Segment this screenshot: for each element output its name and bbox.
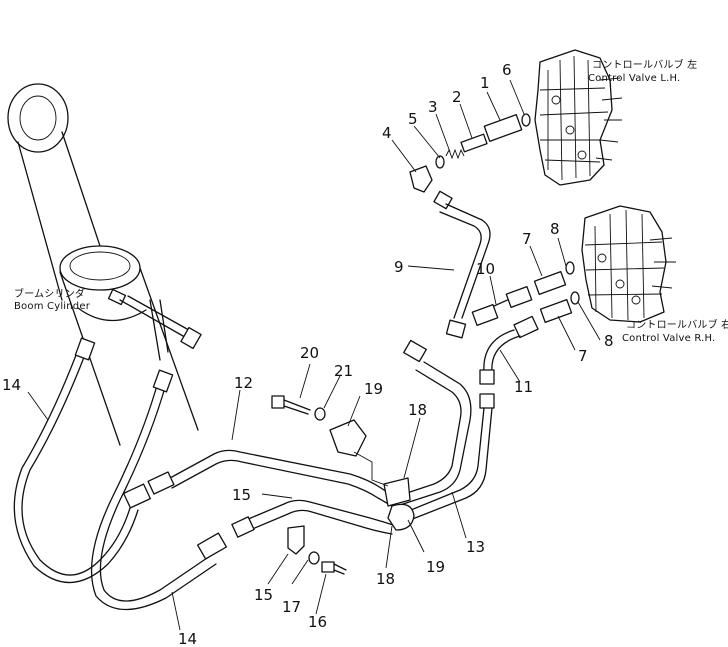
callout-1: 1	[480, 74, 490, 92]
clamps	[287, 419, 415, 555]
callout-13: 13	[466, 538, 485, 556]
callout-15b: 15	[254, 586, 273, 604]
bolts	[271, 395, 347, 575]
control-valve-lh-label-en: Control Valve L.H.	[588, 73, 680, 84]
callout-14a: 14	[2, 376, 21, 394]
callout-15a: 15	[232, 486, 251, 504]
callout-9: 9	[394, 258, 404, 276]
pipe-12	[147, 449, 401, 538]
boom-cylinder-label-jp: ブームシリンダ	[14, 287, 85, 300]
callout-21: 21	[334, 362, 353, 380]
callout-18b: 18	[376, 570, 395, 588]
callout-8b: 8	[604, 332, 614, 350]
callout-7b: 7	[578, 347, 588, 365]
control-valve-rh-label-jp: コントロールバルブ 右	[626, 318, 728, 331]
boom-cylinder	[7, 83, 202, 446]
callout-14b: 14	[178, 630, 197, 647]
control-valve-lh	[534, 49, 623, 186]
callout-2: 2	[452, 88, 462, 106]
callout-20: 20	[300, 344, 319, 362]
callout-11: 11	[514, 378, 533, 396]
callout-19b: 19	[426, 558, 445, 576]
upper-fittings	[409, 113, 531, 193]
callout-7a: 7	[522, 230, 532, 248]
pipe-9	[433, 190, 491, 339]
control-valve-rh	[581, 205, 676, 323]
callout-8a: 8	[550, 220, 560, 238]
callout-17: 17	[282, 598, 301, 616]
callout-10: 10	[476, 260, 495, 278]
callout-19a: 19	[364, 380, 383, 398]
callout-3: 3	[428, 98, 438, 116]
control-valve-lh-label-jp: コントロールバルブ 左	[592, 58, 697, 71]
callout-18a: 18	[408, 401, 427, 419]
hoses-14	[13, 337, 228, 611]
callout-12: 12	[234, 374, 253, 392]
callout-5: 5	[408, 110, 418, 128]
boom-cylinder-label-en: Boom Cylinder	[14, 301, 91, 312]
callout-4: 4	[382, 124, 392, 142]
pipe-13	[397, 339, 495, 521]
leader-lines	[27, 79, 601, 631]
callout-6: 6	[502, 61, 512, 79]
control-valve-rh-label-en: Control Valve R.H.	[622, 333, 715, 344]
hose-11	[479, 315, 539, 385]
callout-16: 16	[308, 613, 327, 631]
